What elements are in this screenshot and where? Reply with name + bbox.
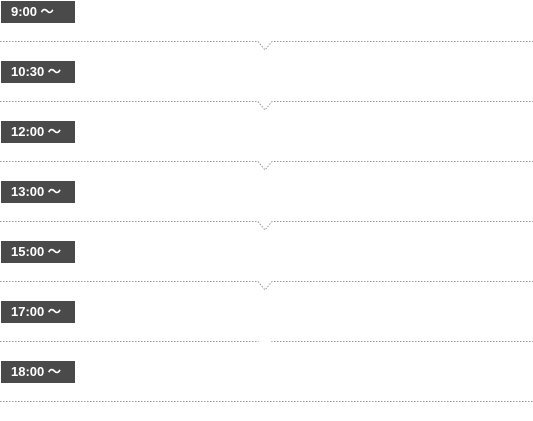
schedule-slot: 15:00 〜 <box>0 241 533 301</box>
time-badge: 13:00 〜 <box>1 181 75 203</box>
section-divider <box>0 41 533 55</box>
time-badge: 15:00 〜 <box>1 241 75 263</box>
time-badge: 17:00 〜 <box>1 301 75 323</box>
chevron-down-notch-icon <box>0 161 533 171</box>
schedule-slot: 17:00 〜 <box>0 301 533 361</box>
schedule-slot: 13:00 〜 <box>0 181 533 241</box>
time-badge: 9:00 〜 <box>1 1 75 23</box>
dotted-line <box>0 401 533 402</box>
section-divider <box>0 161 533 175</box>
chevron-down-notch-icon <box>0 341 533 342</box>
schedule-timeline: 9:00 〜 10:30 〜 12:00 〜 13:00 〜 <box>0 1 533 402</box>
schedule-slot: 12:00 〜 <box>0 121 533 181</box>
chevron-down-notch-icon <box>0 281 533 291</box>
schedule-slot: 9:00 〜 <box>0 1 533 61</box>
section-divider-bottom <box>0 401 533 415</box>
section-divider <box>0 281 533 295</box>
schedule-slot: 10:30 〜 <box>0 61 533 121</box>
time-badge: 18:00 〜 <box>1 361 75 383</box>
section-divider <box>0 101 533 115</box>
schedule-slot: 18:00 〜 <box>0 361 533 421</box>
time-badge: 10:30 〜 <box>1 61 75 83</box>
time-badge: 12:00 〜 <box>1 121 75 143</box>
chevron-down-notch-icon <box>0 41 533 51</box>
chevron-down-notch-icon <box>0 221 533 231</box>
section-divider <box>0 221 533 235</box>
chevron-down-notch-icon <box>0 101 533 111</box>
section-divider <box>0 341 533 355</box>
